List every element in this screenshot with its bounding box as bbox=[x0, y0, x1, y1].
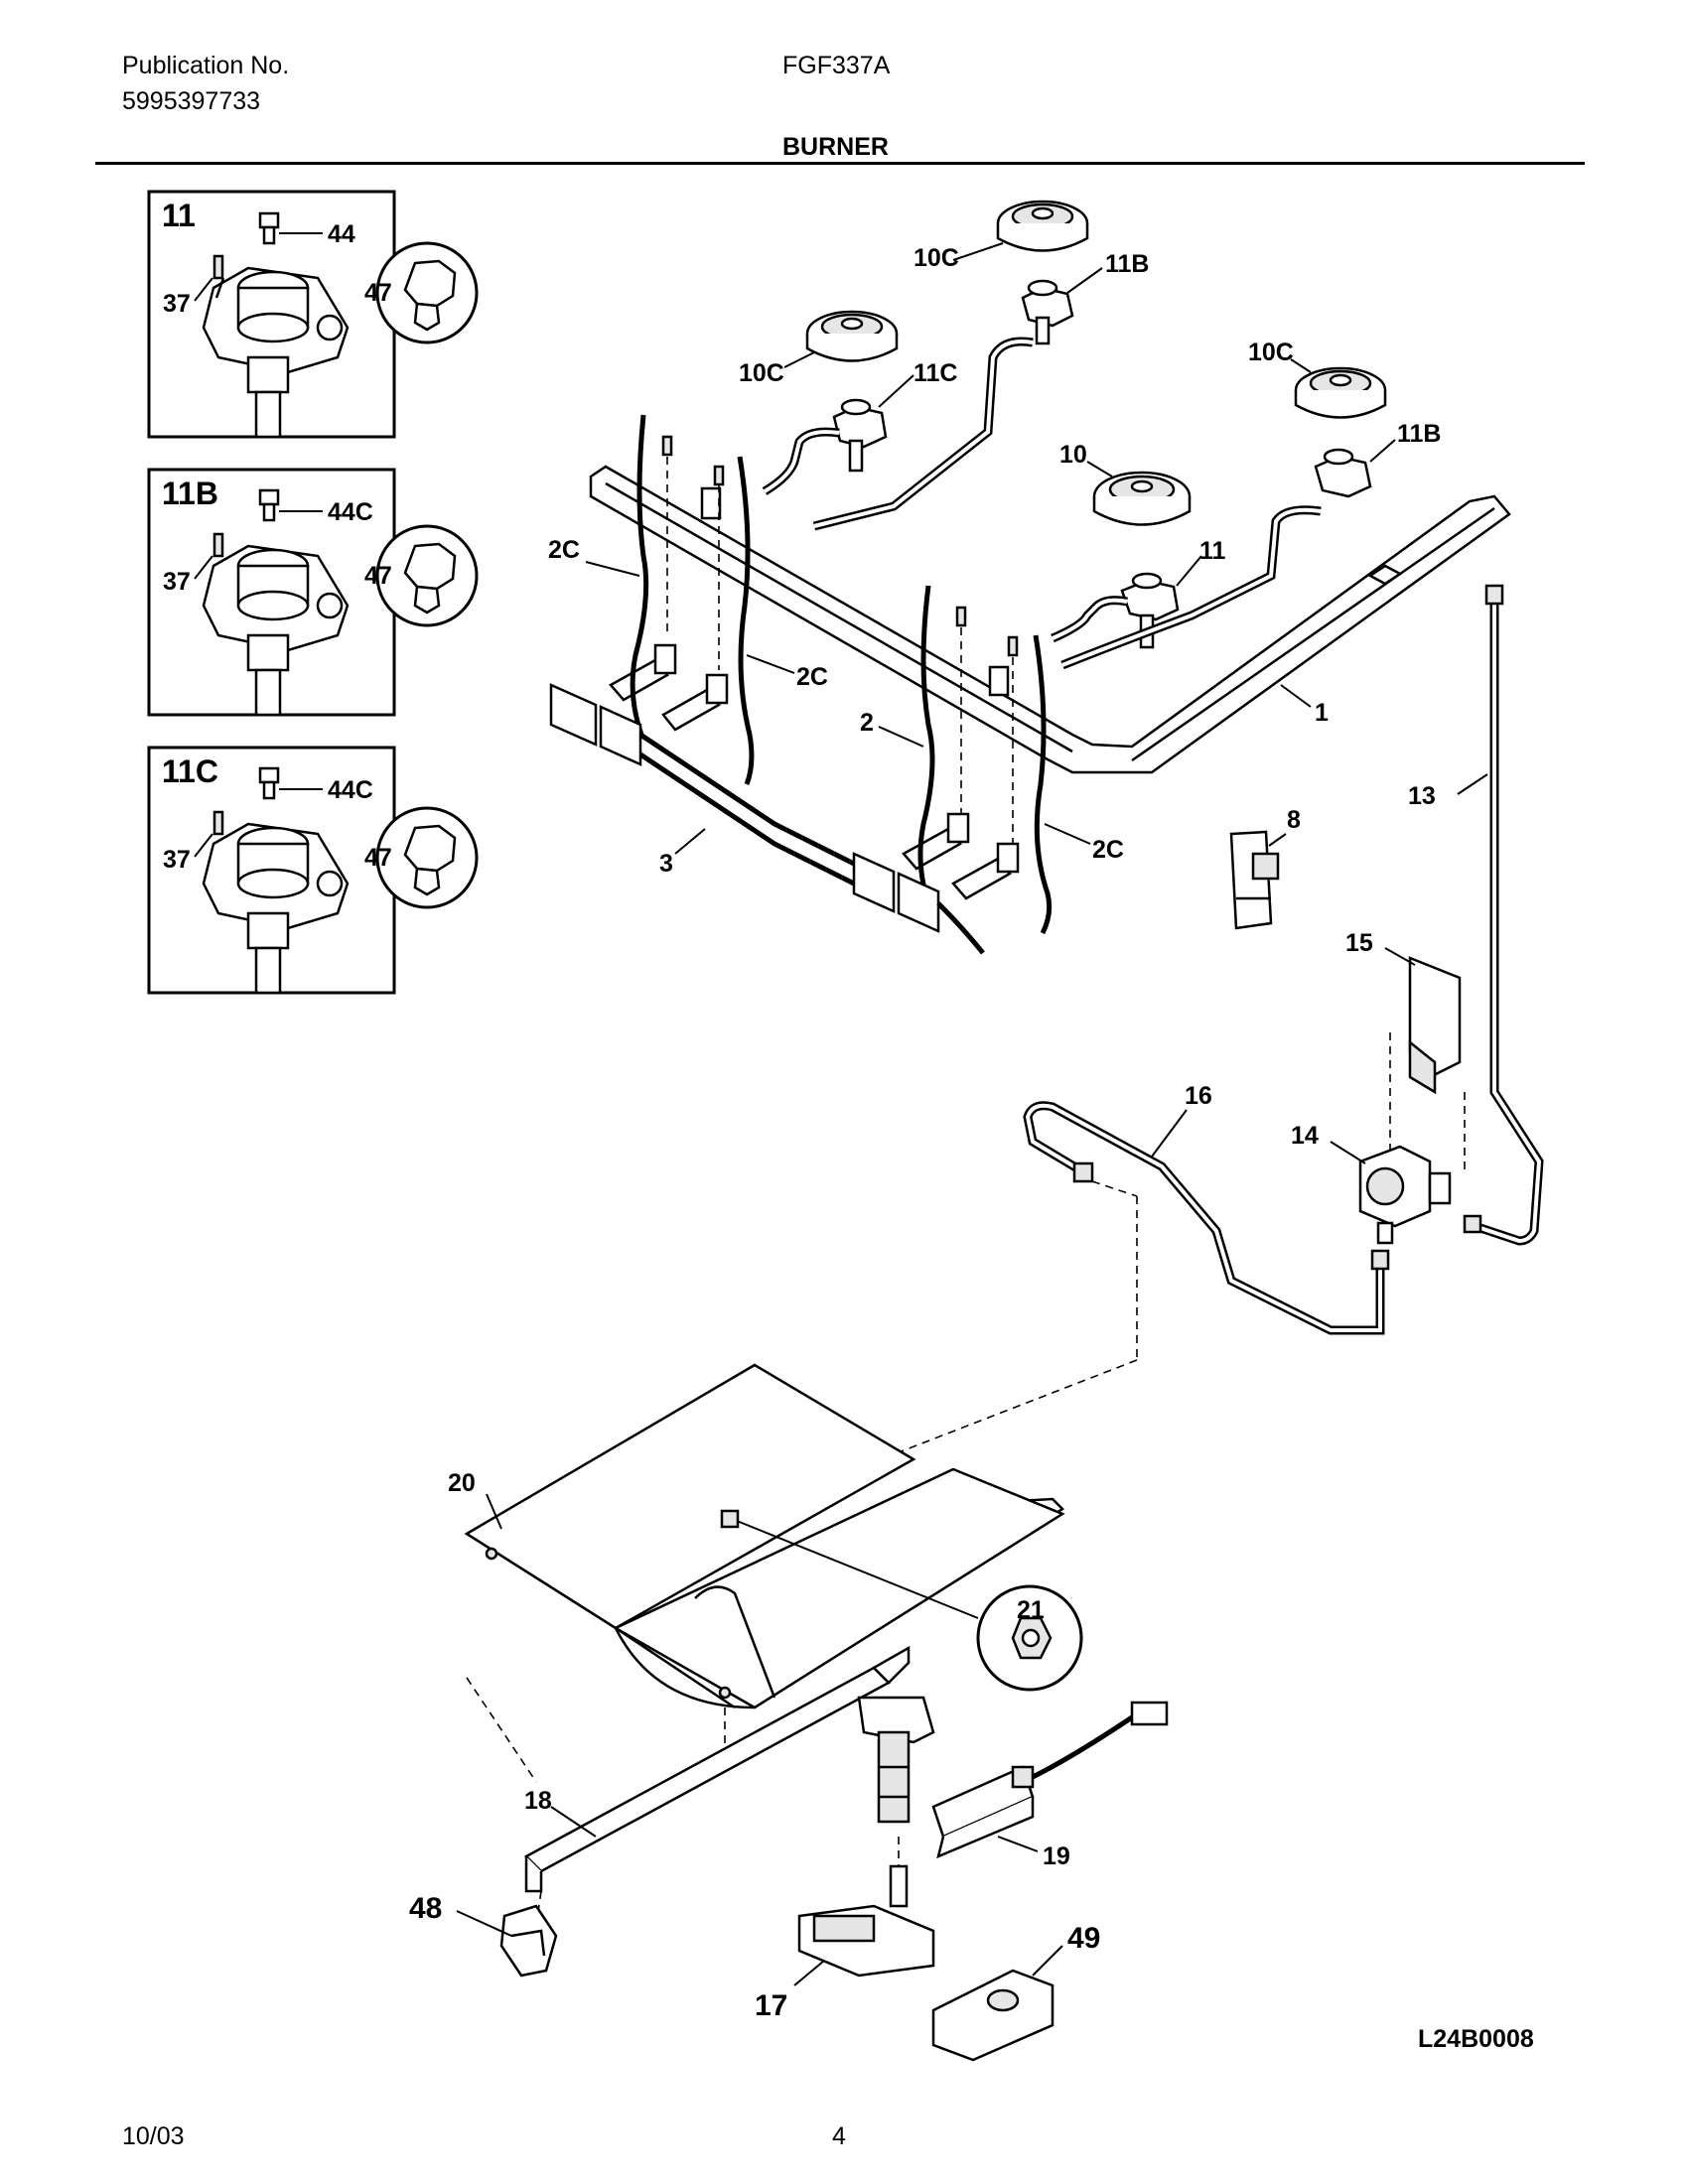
page-number: 4 bbox=[832, 2122, 846, 2150]
callout-13: 13 bbox=[1408, 782, 1436, 810]
igniter-19 bbox=[931, 1701, 1169, 1859]
burner-head-11b-right bbox=[1314, 448, 1372, 498]
burner-cap-10c-right bbox=[1294, 366, 1387, 419]
bracket-48 bbox=[499, 1904, 558, 1978]
inset-11-callout-44: 44 bbox=[328, 220, 355, 248]
inset-11b-callout-44c: 44C bbox=[328, 498, 373, 526]
regulator-14 bbox=[1358, 1145, 1452, 1245]
callout-21: 21 bbox=[1017, 1596, 1045, 1624]
valve-front-left-2 bbox=[951, 842, 1020, 900]
callout-19: 19 bbox=[1043, 1843, 1070, 1870]
callout-14: 14 bbox=[1291, 1122, 1319, 1150]
callout-15: 15 bbox=[1345, 929, 1373, 957]
callout-10c-rear: 10C bbox=[914, 244, 959, 272]
burner-cap-10-front bbox=[1092, 471, 1192, 526]
inset-11-title: 11 bbox=[162, 198, 196, 233]
inset-11: 11 44 37 47 bbox=[147, 190, 479, 439]
spark-module-8 bbox=[1229, 830, 1280, 930]
callout-48: 48 bbox=[409, 1892, 442, 1925]
callout-2c-right: 2C bbox=[1092, 836, 1124, 864]
callout-11c: 11C bbox=[914, 359, 957, 387]
oven-burner-18 bbox=[523, 1645, 911, 1893]
valve-rear-left-1 bbox=[609, 643, 677, 702]
inset-11c-callout-44c: 44C bbox=[328, 776, 373, 804]
burner-cap-10c-rear-left bbox=[996, 200, 1089, 252]
inset-11-callout-37: 37 bbox=[163, 290, 191, 318]
callout-17: 17 bbox=[755, 1989, 787, 2022]
burner-head-11c bbox=[832, 398, 888, 473]
burner-orifice-holder bbox=[857, 1696, 935, 1824]
inset-11c: 11C 44C 37 47 bbox=[147, 746, 479, 995]
oven-safety-valve-17 bbox=[797, 1864, 935, 1978]
burner-cap-10c-mid-left bbox=[805, 310, 899, 362]
burner-head-11b-rear bbox=[1021, 279, 1074, 345]
callout-2c-mid: 2C bbox=[796, 663, 828, 691]
inset-11c-callout-37: 37 bbox=[163, 846, 191, 874]
valve-rear-left-2 bbox=[661, 673, 729, 732]
inset-11c-title: 11C bbox=[162, 753, 218, 789]
wire-harness bbox=[549, 683, 985, 955]
callout-18: 18 bbox=[524, 1787, 552, 1815]
screw-right-2 bbox=[1007, 635, 1019, 657]
inset-11c-callout-47: 47 bbox=[364, 844, 392, 872]
callout-2c-left: 2C bbox=[548, 536, 580, 564]
callout-11b-right: 11B bbox=[1397, 420, 1441, 448]
diagram-code: L24B0008 bbox=[1418, 2025, 1534, 2053]
publication-number: 5995397733 bbox=[122, 87, 261, 115]
screw-left-1 bbox=[661, 435, 673, 457]
bracket-15 bbox=[1408, 956, 1462, 1095]
screw-right-1 bbox=[955, 606, 967, 627]
callout-2: 2 bbox=[860, 709, 874, 737]
screw-left-2 bbox=[713, 465, 725, 486]
manifold-bar bbox=[589, 465, 1511, 774]
inset-11b-callout-47: 47 bbox=[364, 562, 392, 590]
inset-nut-21 bbox=[976, 1584, 1083, 1692]
publication-label: Publication No. bbox=[122, 52, 290, 79]
inset-11b: 11B 44C 37 47 bbox=[147, 468, 479, 717]
valve-front-left-1 bbox=[902, 812, 970, 871]
callout-10c-mid: 10C bbox=[739, 359, 784, 387]
oven-burner-baffle-20 bbox=[464, 1363, 1065, 1709]
header-rule bbox=[95, 162, 1585, 165]
callout-49: 49 bbox=[1067, 1922, 1100, 1955]
callout-10c-right: 10C bbox=[1248, 339, 1294, 366]
shield-49 bbox=[931, 1969, 1055, 2062]
callout-11b-rear: 11B bbox=[1105, 250, 1149, 278]
section-title: BURNER bbox=[782, 133, 889, 161]
callout-10: 10 bbox=[1059, 441, 1087, 469]
callout-3: 3 bbox=[659, 850, 673, 878]
callout-16: 16 bbox=[1185, 1082, 1212, 1110]
callout-20: 20 bbox=[448, 1469, 476, 1497]
callout-11: 11 bbox=[1199, 537, 1226, 565]
inset-11b-title: 11B bbox=[162, 476, 218, 511]
inset-11-callout-47: 47 bbox=[364, 279, 392, 307]
callout-8: 8 bbox=[1287, 806, 1301, 834]
inset-11b-callout-37: 37 bbox=[163, 568, 191, 596]
model-number: FGF337A bbox=[782, 52, 891, 79]
callout-1: 1 bbox=[1315, 699, 1329, 727]
footer-date: 10/03 bbox=[122, 2122, 185, 2150]
